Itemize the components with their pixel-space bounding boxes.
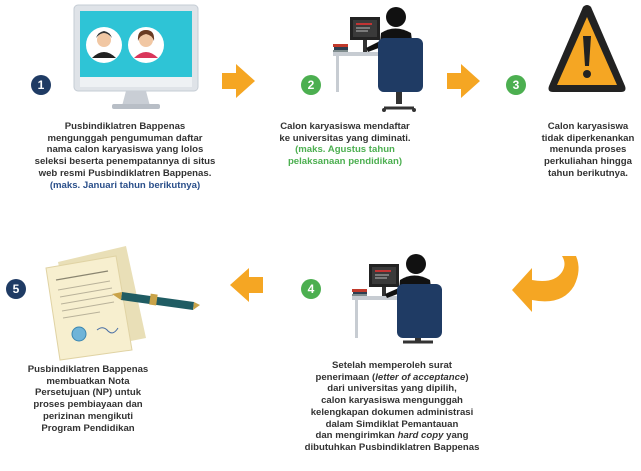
- step-3-description: Calon karyasiswa tidak diperkenankan men…: [534, 121, 641, 180]
- desc-line: dari universitas yang dipilih,: [327, 383, 457, 395]
- desc-line: tidak diperkenankan: [541, 132, 635, 144]
- desc-line: Pusbindiklatren Bappenas: [64, 121, 186, 132]
- desc-line: seleksi beserta penempatannya di situs: [34, 156, 216, 168]
- desc-line: penerimaan (letter of acceptance): [272, 372, 512, 384]
- step-number-badge: 3: [506, 75, 526, 95]
- desc-line: membuatkan Nota: [46, 375, 130, 387]
- desc-text: dan mengirimkan: [315, 430, 398, 442]
- deadline-note: (maks. Januari tahun berikutnya): [49, 179, 201, 191]
- desc-line: dan mengirimkan hard copy yang: [272, 430, 512, 442]
- step-5-description: Pusbindiklatren Bappenas membuatkan Nota…: [8, 364, 168, 434]
- desc-line: kelengkapan dokumen administrasi: [310, 406, 474, 418]
- desc-line: calon karyasiswa mengunggah: [321, 395, 463, 407]
- desc-line: Setelah memperoleh surat: [332, 360, 452, 371]
- desc-line: Calon karyasiswa mendaftar: [280, 121, 410, 132]
- desc-line: nama calon karyasiswa yang lolos: [46, 144, 204, 156]
- step-number-badge: 1: [31, 75, 51, 95]
- step-2-description: Calon karyasiswa mendaftar ke universita…: [270, 121, 420, 168]
- desc-line: Pusbindiklatren Bappenas: [27, 364, 149, 375]
- step-number-badge: 5: [6, 279, 26, 299]
- desc-text: penerimaan (: [315, 371, 376, 383]
- desc-line: perkuliahan hingga: [544, 156, 632, 168]
- desc-line: Persetujuan (NP) untuk: [34, 387, 142, 399]
- desc-line: dibutuhkan Pusbindiklatren Bappenas: [304, 441, 480, 453]
- desc-text: ): [465, 371, 469, 383]
- desc-line: Program Pendidikan: [41, 422, 135, 434]
- desc-italic: hard copy: [397, 430, 444, 442]
- desc-line: tahun berikutnya.: [548, 167, 628, 179]
- step-1-description: Pusbindiklatren Bappenas mengunggah peng…: [18, 121, 232, 191]
- desc-line: proses pembiayaan dan: [33, 399, 143, 411]
- desc-line: web resmi Pusbindiklatren Bappenas.: [38, 167, 212, 179]
- desc-text: yang: [443, 430, 469, 442]
- step-4-description: Setelah memperoleh surat penerimaan (let…: [272, 360, 512, 454]
- desc-line: mengunggah pengumuman daftar: [47, 132, 203, 144]
- desc-line: dalam Simdiklat Pemantauan: [325, 418, 459, 430]
- desc-line: Calon karyasiswa: [547, 121, 629, 132]
- desc-line: menunda proses: [549, 144, 627, 156]
- desc-italic: letter of acceptance: [375, 371, 466, 383]
- deadline-note: (maks. Agustus tahun: [295, 144, 395, 156]
- step-number-badge: 4: [301, 279, 321, 299]
- desc-line: ke universitas yang diminati.: [279, 132, 411, 144]
- step-number-badge: 2: [301, 75, 321, 95]
- deadline-note: pelaksanaan pendidikan): [287, 156, 403, 168]
- desc-line: perizinan mengikuti: [42, 410, 134, 422]
